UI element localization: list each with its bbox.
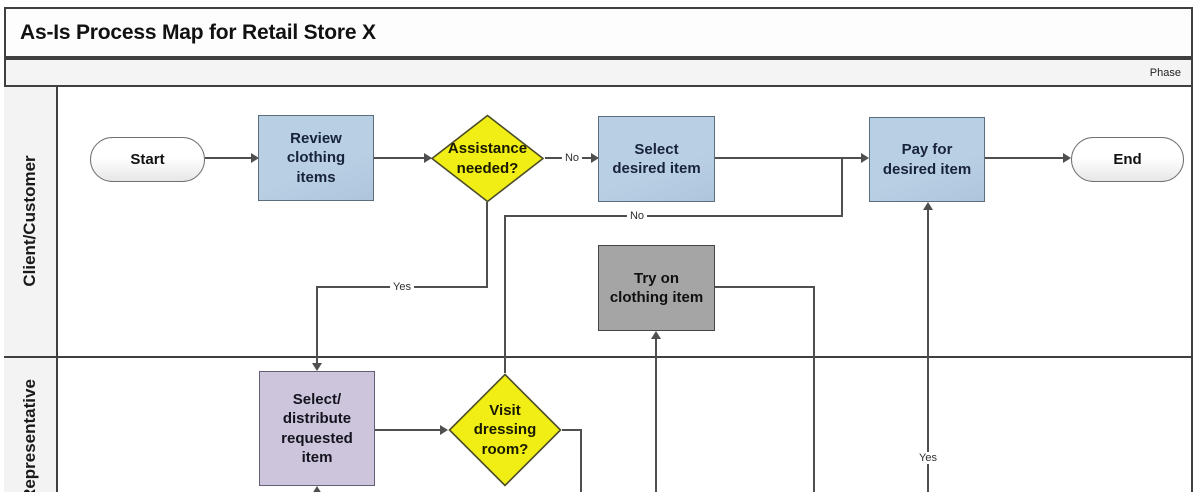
connector-yes-into-pay bbox=[927, 209, 929, 492]
node-select-label: Select desired item bbox=[612, 140, 701, 177]
node-assistance-needed-decision: Assistance needed? bbox=[430, 114, 545, 203]
arrowhead-into-select bbox=[591, 153, 599, 163]
decision-diamond-shape bbox=[448, 373, 562, 487]
node-end-label: End bbox=[1113, 150, 1142, 168]
decision-diamond-shape bbox=[430, 114, 545, 203]
node-distribute-label: Select/ distribute requested item bbox=[281, 391, 353, 466]
lane-divider bbox=[4, 356, 1191, 358]
connector-dressing-no-across bbox=[504, 215, 843, 217]
arrowhead-into-distribute-bottom bbox=[312, 486, 322, 492]
connector-review-assistance bbox=[374, 157, 424, 159]
connector-tryon-right-down bbox=[813, 286, 815, 492]
connector-distribute-dressing bbox=[375, 429, 440, 431]
node-review-label: Review clothing items bbox=[286, 130, 346, 186]
page-title: As-Is Process Map for Retail Store X bbox=[20, 20, 376, 44]
connector-pay-end bbox=[985, 157, 1063, 159]
node-pay-label: Pay for desired item bbox=[882, 141, 972, 178]
lane-client-customer: Client/Customer bbox=[4, 89, 56, 354]
connector-into-tryon bbox=[655, 339, 657, 492]
phase-bar: Phase bbox=[4, 58, 1193, 87]
lane-representative: Representative bbox=[4, 358, 56, 492]
arrowhead-into-tryon bbox=[651, 331, 661, 339]
arrowhead-into-review bbox=[251, 153, 259, 163]
arrowhead-into-distribute bbox=[312, 363, 322, 371]
connector-start-review bbox=[205, 157, 251, 159]
connector-dressing-right bbox=[562, 429, 582, 431]
node-select-desired-item: Select desired item bbox=[598, 116, 715, 202]
arrowhead-into-assistance bbox=[424, 153, 432, 163]
node-tryon-label: Try on clothing item bbox=[609, 269, 704, 306]
arrowhead-into-end bbox=[1063, 153, 1071, 163]
connector-select-pay bbox=[715, 157, 861, 159]
label-dressing-no: No bbox=[626, 210, 648, 222]
connector-dressing-right-down bbox=[580, 429, 582, 492]
title-bar: As-Is Process Map for Retail Store X bbox=[4, 7, 1193, 58]
phase-label: Phase bbox=[1149, 66, 1181, 79]
node-review-clothing-items: Review clothing items bbox=[258, 115, 374, 201]
node-assistance-label: Assistance needed? bbox=[447, 140, 528, 177]
label-assistance-yes: Yes bbox=[390, 281, 414, 293]
node-start-label: Start bbox=[130, 150, 165, 168]
connector-tryon-right bbox=[715, 286, 815, 288]
connector-assistance-yes-down bbox=[316, 286, 318, 363]
node-pay-for-desired-item: Pay for desired item bbox=[869, 117, 985, 202]
node-start: Start bbox=[90, 137, 205, 182]
node-end: End bbox=[1071, 137, 1184, 182]
arrowhead-into-dressing bbox=[440, 425, 448, 435]
arrowhead-into-pay-bottom bbox=[923, 202, 933, 210]
node-try-on-clothing-item: Try on clothing item bbox=[598, 245, 715, 331]
node-visit-dressing-room-decision: Visit dressing room? bbox=[448, 373, 562, 487]
node-dressing-label: Visit dressing room? bbox=[473, 402, 537, 458]
node-select-distribute-requested-item: Select/ distribute requested item bbox=[259, 371, 375, 486]
lane-representative-label: Representative bbox=[20, 379, 39, 492]
connector-assistance-yes-drop bbox=[486, 202, 488, 287]
connector-dressing-no-up bbox=[841, 157, 843, 217]
connector-dressing-no-rise bbox=[504, 215, 506, 373]
lane-label-strip bbox=[4, 87, 58, 492]
lane-client-customer-label: Client/Customer bbox=[20, 155, 39, 287]
label-pay-yes: Yes bbox=[916, 452, 940, 464]
arrowhead-into-pay bbox=[861, 153, 869, 163]
label-assistance-no: No bbox=[561, 152, 583, 164]
